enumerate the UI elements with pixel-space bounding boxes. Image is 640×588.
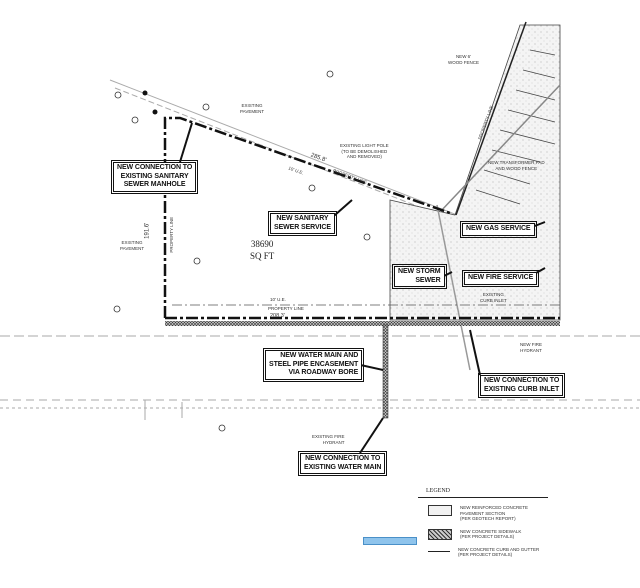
solid-line-icon <box>428 550 450 552</box>
callout-sanitary-service: NEW SANITARY SEWER SERVICE <box>268 211 337 236</box>
site-area: 38690 SQ FT <box>250 238 274 262</box>
callout-line: SEWER <box>415 276 441 284</box>
label-line: EXISTING <box>121 240 143 245</box>
legend-text: (PER PROJECT DETAILS) <box>458 552 513 557</box>
label-south-dimension: 208.3' <box>270 313 285 319</box>
callout-line: NEW CONNECTION TO <box>117 164 193 171</box>
callout-sanitary-manhole: NEW CONNECTION TO EXISTING SANITARY SEWE… <box>110 160 199 194</box>
callout-gas-service: NEW GAS SERVICE <box>460 221 537 238</box>
crosshatch-box-icon <box>428 528 452 540</box>
water-main-encasement <box>382 324 389 419</box>
callout-line: NEW SANITARY <box>276 215 329 222</box>
label-line: PAVEMENT <box>240 108 265 114</box>
manhole-symbols <box>142 90 158 115</box>
label-south-property-line: PROPERTY LINE <box>268 306 304 311</box>
label-line: EXISTING <box>241 103 263 108</box>
legend-text: NEW CONCRETE CURB AND GUTTER <box>458 546 540 552</box>
label-ue-bottom: 10' U.E. <box>270 297 286 302</box>
callout-curb-inlet: NEW CONNECTION TO EXISTING CURB INLET <box>477 373 566 398</box>
legend-item: NEW CONCRETE CURB AND GUTTER(PER PROJECT… <box>418 547 548 558</box>
callout-line: NEW WATER MAIN AND <box>280 352 359 359</box>
callout-line: STEEL PIPE ENCASEMENT <box>269 360 359 368</box>
callout-line: NEW CONNECTION TO <box>484 377 560 384</box>
label-line: NEW TRANSFORMER PAD <box>488 160 545 165</box>
label-line: HYDRANT <box>520 347 542 353</box>
label-line: AND WOOD FENCE <box>495 165 538 171</box>
callout-water-main: NEW WATER MAIN AND STEEL PIPE ENCASEMENT… <box>262 348 365 382</box>
legend-text: (PER GEOTECH REPORT) <box>460 516 516 521</box>
callout-line: EXISTING SANITARY <box>120 172 189 180</box>
label-line: EXISTING <box>482 292 504 297</box>
callout-line: NEW CONNECTION TO <box>305 455 381 462</box>
callout-leaders <box>179 122 546 454</box>
selection-highlight[interactable] <box>363 537 417 545</box>
callout-existing-water-main: NEW CONNECTION TO EXISTING WATER MAIN <box>297 451 388 476</box>
parking-stripes <box>475 49 556 205</box>
callout-line: NEW STORM <box>398 268 441 275</box>
callout-line: EXISTING WATER MAIN <box>304 463 382 471</box>
legend-item: NEW CONCRETE SIDEWALK(PER PROJECT DETAIL… <box>418 528 548 540</box>
new-pavement-area <box>389 24 561 321</box>
label-line: CURB INLET <box>480 297 507 303</box>
property-boundary <box>163 116 560 320</box>
label-line: EXISTING LIGHT POLE <box>340 143 389 148</box>
legend-text: NEW REINFORCED CONCRETE <box>460 505 529 510</box>
area-unit: SQ FT <box>250 251 275 261</box>
label-line: WOOD FENCE <box>448 59 479 65</box>
label-line: HYDRANT <box>322 439 345 445</box>
new-sidewalk <box>165 321 560 326</box>
label-line: AND REMOVED) <box>346 154 382 159</box>
label-line: PAVEMENT <box>120 245 145 251</box>
area-value: 38690 <box>250 239 274 249</box>
legend-text: PAVEMENT SECTION <box>460 510 506 516</box>
stippled-box-icon <box>428 505 452 516</box>
label-line: NEW 6' <box>455 54 472 59</box>
label-line: NEW FIRE <box>520 342 542 347</box>
gas-line <box>439 84 561 213</box>
label-west-dimension: 191.6' <box>144 222 151 239</box>
legend-title: LEGEND <box>418 488 548 498</box>
callout-line: VIA ROADWAY BORE <box>288 369 359 376</box>
legend-text: NEW CONCRETE SIDEWALK <box>460 528 522 534</box>
callout-line: SEWER MANHOLE <box>123 181 186 188</box>
legend-text: (PER PROJECT DETAILS) <box>460 534 515 539</box>
callout-fire-service: NEW FIRE SERVICE <box>461 270 540 287</box>
label-line: EXISTING FIRE <box>312 434 345 439</box>
label-line: (TO BE DEMOLISHED <box>341 148 388 154</box>
detail-markers <box>113 70 371 432</box>
label-wood-fence: NEW 6'WOOD FENCE <box>448 54 479 65</box>
callout-line: EXISTING CURB INLET <box>484 385 560 393</box>
callout-storm-sewer: NEW STORM SEWER <box>392 264 447 289</box>
label-west-property-line: PROPERTY LINE <box>169 216 175 253</box>
storm-line <box>436 204 471 371</box>
callout-line: SEWER SERVICE <box>274 223 331 231</box>
